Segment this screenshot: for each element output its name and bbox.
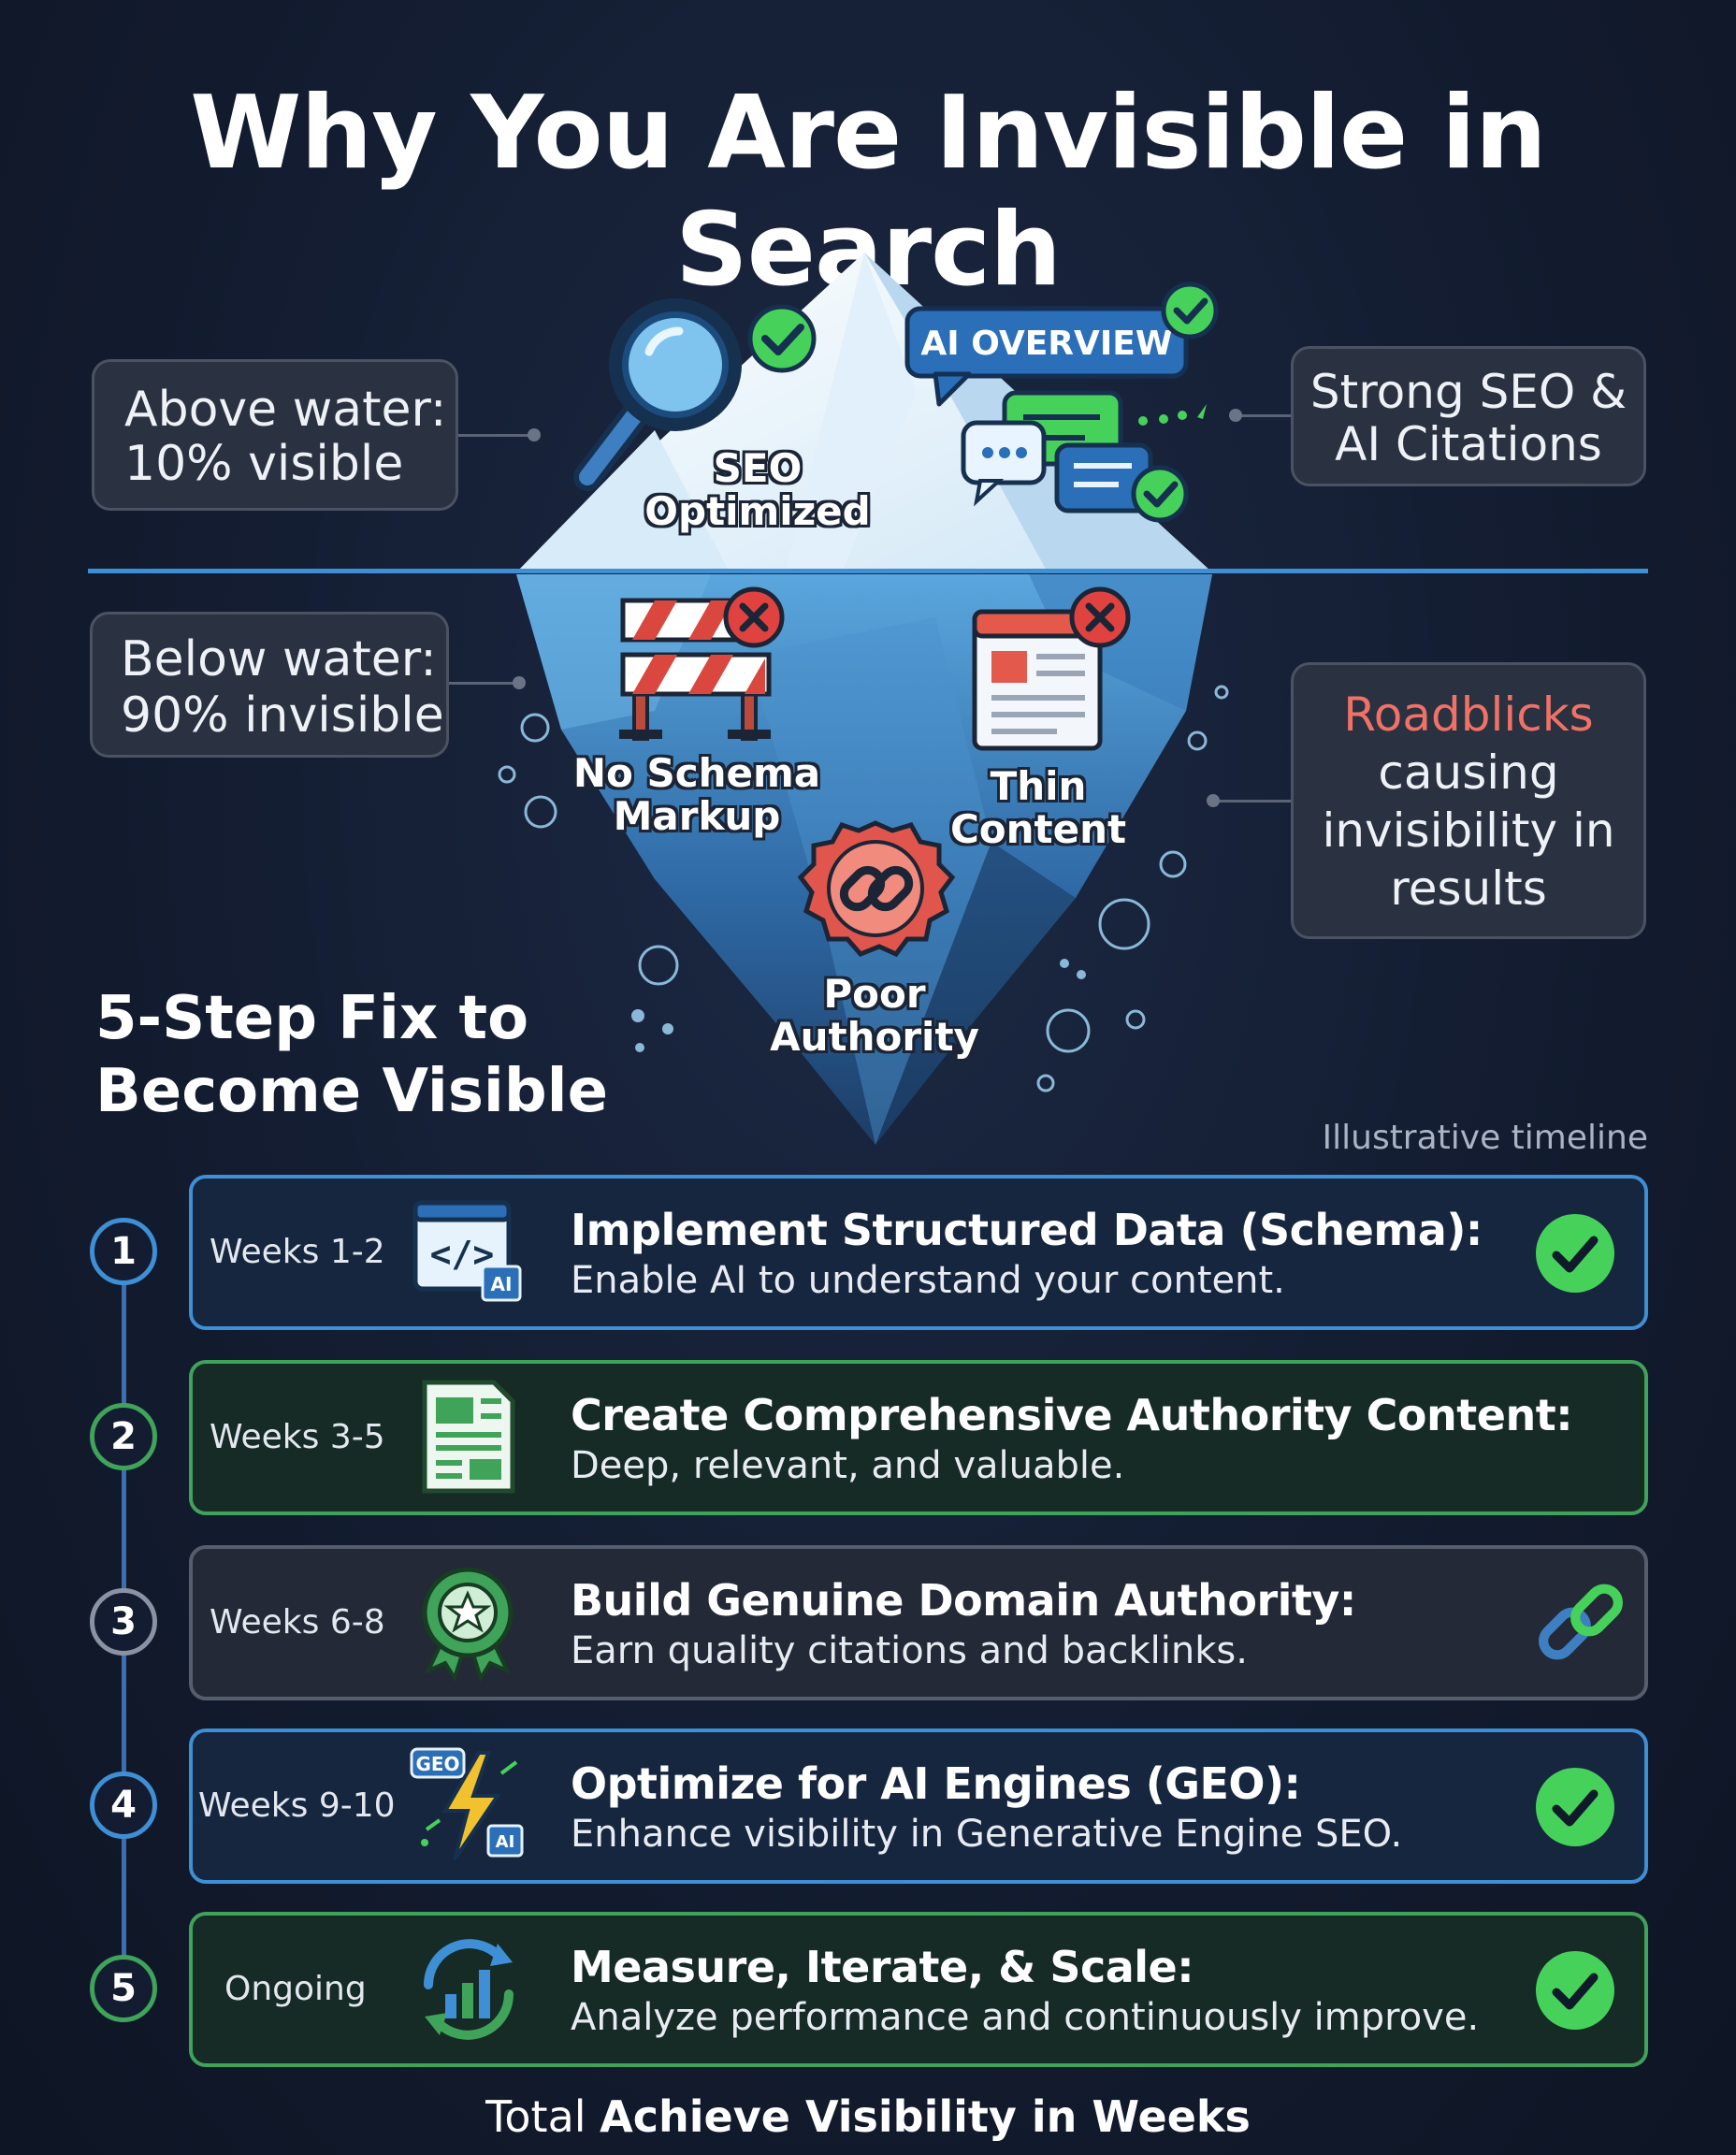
step-number-3: 3 xyxy=(90,1588,157,1656)
total-bold-text: Achieve Visibility in Weeks xyxy=(600,2091,1251,2142)
connector-line xyxy=(458,434,533,437)
step-card-2: Weeks 3-5 Create Comprehensive Authority… xyxy=(189,1360,1648,1515)
seo-line: SEO xyxy=(713,445,803,491)
below-water-line1: Below water: xyxy=(121,631,437,687)
check-icon xyxy=(1161,282,1219,340)
roadblocks-box: Roadblicks causing invisibility in resul… xyxy=(1291,662,1646,939)
connector-line xyxy=(449,682,520,685)
step-title: Optimize for AI Engines (GEO): xyxy=(571,1758,1301,1809)
chat-bubbles-icon xyxy=(961,390,1153,513)
step-description: Analyze performance and continuously imp… xyxy=(571,1996,1480,2039)
road-barrier-icon xyxy=(619,598,772,741)
step-card-3: Weeks 6-8 Build Genuine Domain Authority… xyxy=(189,1545,1648,1700)
page-title: Why You Are Invisible in Search xyxy=(190,75,1547,309)
step-title: Implement Structured Data (Schema): xyxy=(571,1205,1483,1255)
poor-authority-label: Poor Authority xyxy=(748,973,1001,1059)
fix-section-title: 5-Step Fix to Become Visible xyxy=(95,982,608,1128)
thin-content-label: Thin Content xyxy=(917,765,1160,851)
roadblocks-highlight: Roadblicks xyxy=(1343,687,1594,742)
x-icon xyxy=(1069,586,1131,648)
roadblocks-line4: results xyxy=(1390,861,1547,916)
document-icon xyxy=(422,1380,515,1494)
check-icon xyxy=(747,304,817,373)
above-water-line2: 10% visible xyxy=(124,436,404,492)
step-card-1: Weeks 1-2 </> AI Implement Structured Da… xyxy=(189,1175,1648,1330)
no-schema-line: No Schema xyxy=(572,750,821,796)
code-ai-icon: </> AI xyxy=(412,1200,522,1302)
step-weeks: Weeks 9-10 xyxy=(198,1786,396,1825)
connector-line xyxy=(1235,414,1291,417)
thin-line: Thin xyxy=(990,763,1087,809)
fix-title-line1: 5-Step Fix to xyxy=(95,984,529,1053)
award-badge-icon xyxy=(422,1567,514,1682)
step-description: Enable AI to understand your content. xyxy=(571,1259,1285,1302)
step-weeks: Ongoing xyxy=(224,1970,367,2008)
poor-line: Poor xyxy=(823,971,926,1017)
strong-seo-line2: AI Citations xyxy=(1335,417,1602,471)
roadblocks-line2: causing xyxy=(1378,745,1559,800)
iceberg-illustration: AI OVERVIEW xyxy=(498,253,1229,1145)
water-line xyxy=(88,569,1648,573)
check-icon xyxy=(1131,465,1189,523)
below-water-line2: 90% invisible xyxy=(121,687,444,744)
strong-seo-box: Strong SEO & AI Citations xyxy=(1291,346,1646,486)
ai-overview-bubble-icon xyxy=(904,306,1189,407)
step-weeks: Weeks 6-8 xyxy=(210,1603,385,1642)
ai-overview-label: AI OVERVIEW xyxy=(920,325,1172,363)
svg-text:AI: AI xyxy=(496,1832,515,1852)
no-schema-label: No Schema Markup xyxy=(561,752,832,838)
step-title: Build Genuine Domain Authority: xyxy=(571,1575,1356,1626)
step-description: Enhance visibility in Generative Engine … xyxy=(571,1813,1403,1856)
seo-optimized-label: SEO Optimized xyxy=(617,447,898,533)
step-card-4: Weeks 9-10 GEO AI Optimize for AI Engine… xyxy=(189,1728,1648,1884)
web-page-icon xyxy=(972,609,1103,751)
step-weeks: Weeks 3-5 xyxy=(210,1418,385,1456)
content-line: Content xyxy=(949,806,1127,852)
connector-dot xyxy=(1207,794,1220,807)
chain-link-icon xyxy=(1539,1584,1623,1660)
fix-title-line2: Become Visible xyxy=(95,1057,608,1126)
markup-line: Markup xyxy=(613,793,781,839)
magnifier-icon xyxy=(573,298,742,491)
above-water-line1: Above water: xyxy=(124,382,447,438)
below-water-box: Below water: 90% invisible xyxy=(90,612,449,758)
broken-link-badge-icon xyxy=(797,820,956,958)
step-number-2: 2 xyxy=(90,1403,157,1470)
step-number-5: 5 xyxy=(90,1955,157,2022)
check-icon xyxy=(1536,1951,1614,2030)
above-water-box: Above water: 10% visible xyxy=(92,359,458,511)
connector-line xyxy=(1216,800,1291,803)
roadblocks-line3: invisibility in xyxy=(1322,803,1615,858)
strong-seo-line1: Strong SEO & xyxy=(1309,365,1628,419)
connector-dot xyxy=(1229,409,1242,422)
step-number-4: 4 xyxy=(90,1772,157,1839)
step-card-5: Ongoing Measure, Iterate, & Scale: Analy… xyxy=(189,1912,1648,2067)
geo-lightning-icon: GEO AI xyxy=(410,1747,524,1861)
check-icon xyxy=(1536,1768,1614,1846)
optimized-line: Optimized xyxy=(644,488,871,534)
growth-chart-icon xyxy=(424,1939,514,2040)
step-weeks: Weeks 1-2 xyxy=(210,1233,385,1271)
step-title: Create Comprehensive Authority Content: xyxy=(571,1390,1573,1440)
x-icon xyxy=(723,586,785,648)
total-summary: Total Achieve Visibility in Weeks xyxy=(0,2091,1736,2142)
svg-text:GEO: GEO xyxy=(415,1753,459,1775)
step-title: Measure, Iterate, & Scale: xyxy=(571,1942,1194,1992)
step-number-1: 1 xyxy=(90,1218,157,1285)
total-prefix: Total xyxy=(485,2091,586,2142)
check-icon xyxy=(1536,1214,1614,1293)
connector-dot xyxy=(528,428,541,441)
svg-text:AI: AI xyxy=(491,1273,513,1295)
step-description: Earn quality citations and backlinks. xyxy=(571,1629,1248,1672)
timeline-note: Illustrative timeline xyxy=(1322,1119,1649,1157)
connector-dot xyxy=(513,676,526,689)
authority-line: Authority xyxy=(770,1014,979,1060)
step-description: Deep, relevant, and valuable. xyxy=(571,1444,1125,1487)
